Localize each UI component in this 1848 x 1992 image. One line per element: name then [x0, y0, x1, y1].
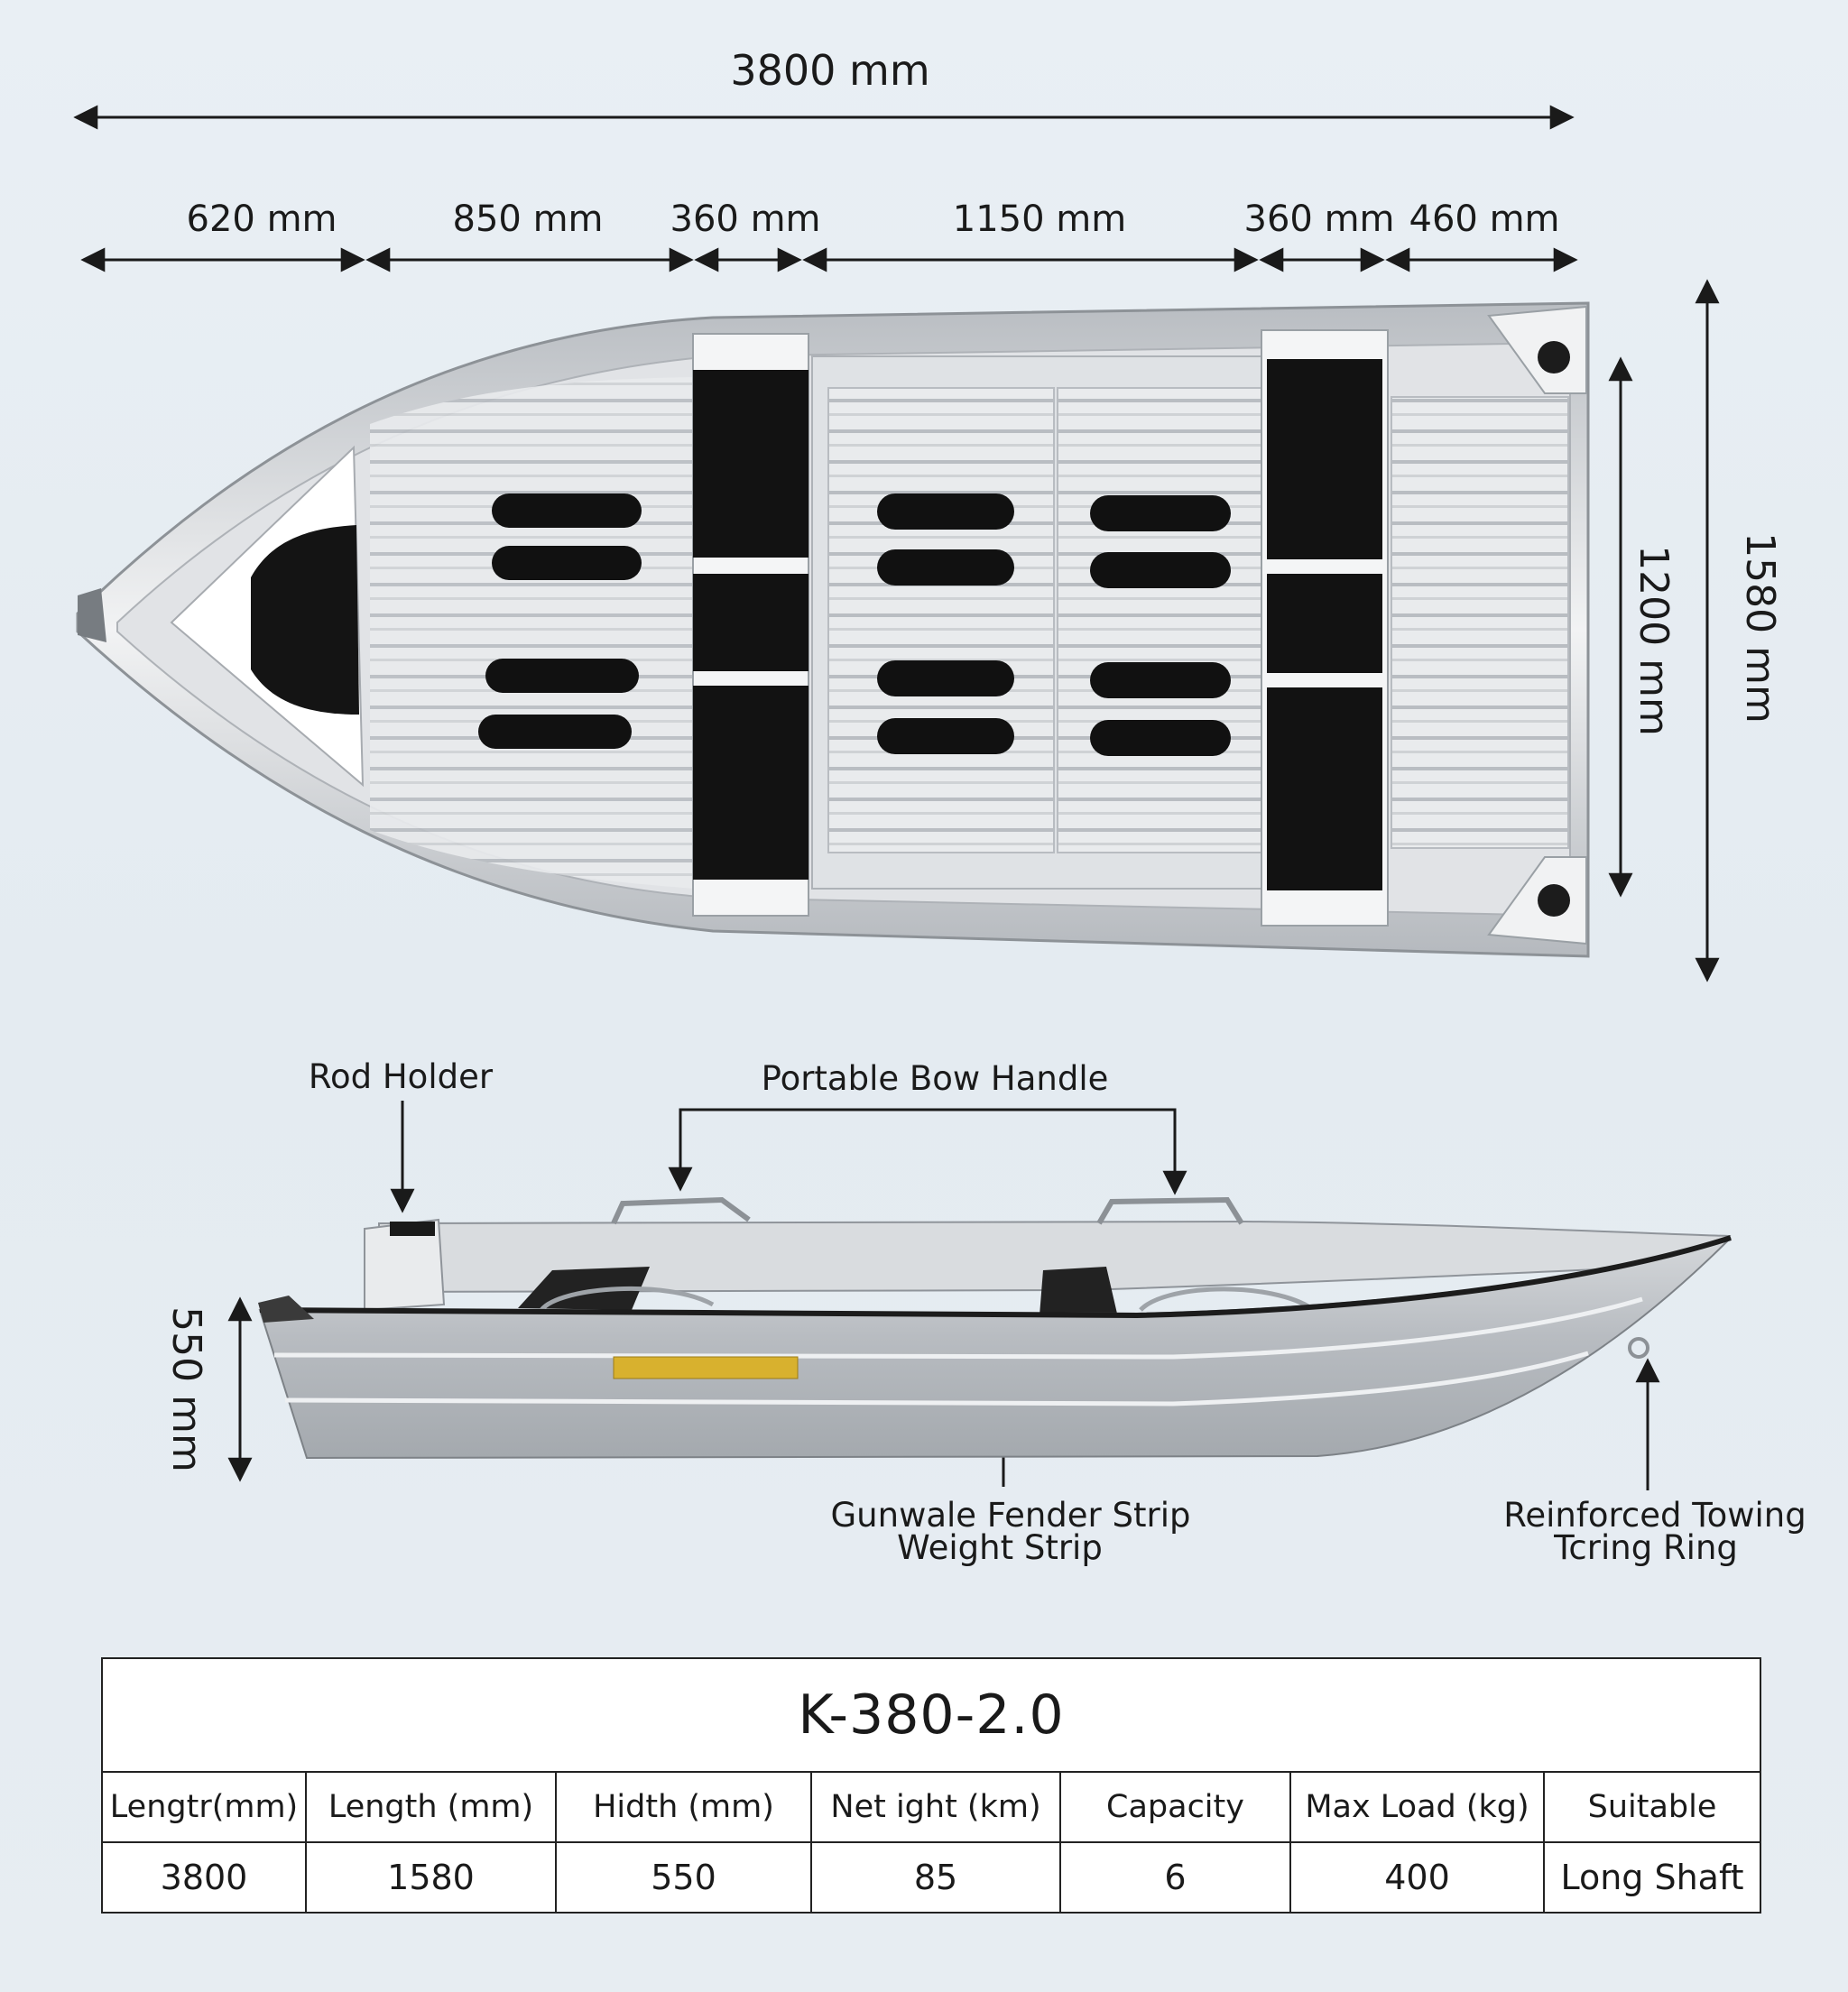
boat-top-view: [76, 301, 1590, 958]
segment-dimensions: 620 mm 850 mm 360 mm 1150 mm 360 mm 460 …: [80, 198, 1578, 272]
towing-ring-label-line2: Tcring Ring: [1553, 1528, 1738, 1567]
header-cell-3: Hidth (mm): [555, 1771, 812, 1843]
segment-label-5: 360 mm: [1244, 198, 1395, 240]
value-cell-7: Long Shaft: [1542, 1841, 1762, 1914]
model-name: K-380-2.0: [100, 1657, 1762, 1773]
value-cell-6: 400: [1289, 1841, 1545, 1914]
bow-handle-label: Portable Bow Handle: [762, 1059, 1109, 1098]
towing-ring-label-line1: Reinforced Towing: [1503, 1496, 1806, 1535]
spec-value-row: 3800 1580 550 85 6 400 Long Shaft: [101, 1841, 1762, 1914]
value-cell-1: 3800: [101, 1841, 307, 1914]
rod-holder-label: Rod Holder: [309, 1057, 494, 1096]
header-cell-4: Net ight (km): [810, 1771, 1061, 1843]
segment-label-2: 850 mm: [453, 198, 604, 240]
header-cell-5: Capacity: [1059, 1771, 1291, 1843]
value-cell-2: 1580: [305, 1841, 557, 1914]
segment-label-4: 1150 mm: [953, 198, 1126, 240]
height-dimension: 550 mm: [163, 1296, 253, 1482]
inner-width-dimension: 1200 mm: [1608, 356, 1677, 898]
fender-strip-label-line2: Weight Strip: [897, 1528, 1103, 1567]
spec-model-row: K-380-2.0: [100, 1657, 1762, 1773]
segment-label-6: 460 mm: [1409, 198, 1560, 240]
value-cell-4: 85: [810, 1841, 1061, 1914]
fender-strip-label-line1: Gunwale Fender Strip: [831, 1496, 1191, 1535]
overall-length-label: 3800 mm: [730, 46, 929, 95]
callouts: Rod Holder Portable Bow Handle Gunwale F…: [309, 1057, 1806, 1567]
spec-table: K-380-2.0 Lengtr(mm) Length (mm) Hidth (…: [100, 1657, 1762, 1914]
overall-width-dimension: 1580 mm: [1695, 279, 1783, 982]
value-cell-3: 550: [555, 1841, 812, 1914]
boat-side-view: [258, 1196, 1732, 1460]
header-cell-1: Lengtr(mm): [101, 1771, 307, 1843]
segment-label-3: 360 mm: [670, 198, 821, 240]
overall-width-label: 1580 mm: [1737, 532, 1783, 724]
height-label: 550 mm: [163, 1306, 209, 1472]
segment-label-1: 620 mm: [187, 198, 337, 240]
header-cell-7: Suitable: [1542, 1771, 1762, 1843]
overall-length-dimension: 3800 mm: [73, 46, 1575, 130]
header-cell-2: Length (mm): [305, 1771, 557, 1843]
value-cell-5: 6: [1059, 1841, 1291, 1914]
inner-width-label: 1200 mm: [1631, 545, 1677, 736]
spec-header-row: Lengtr(mm) Length (mm) Hidth (mm) Net ig…: [101, 1771, 1762, 1843]
header-cell-6: Max Load (kg): [1289, 1771, 1545, 1843]
